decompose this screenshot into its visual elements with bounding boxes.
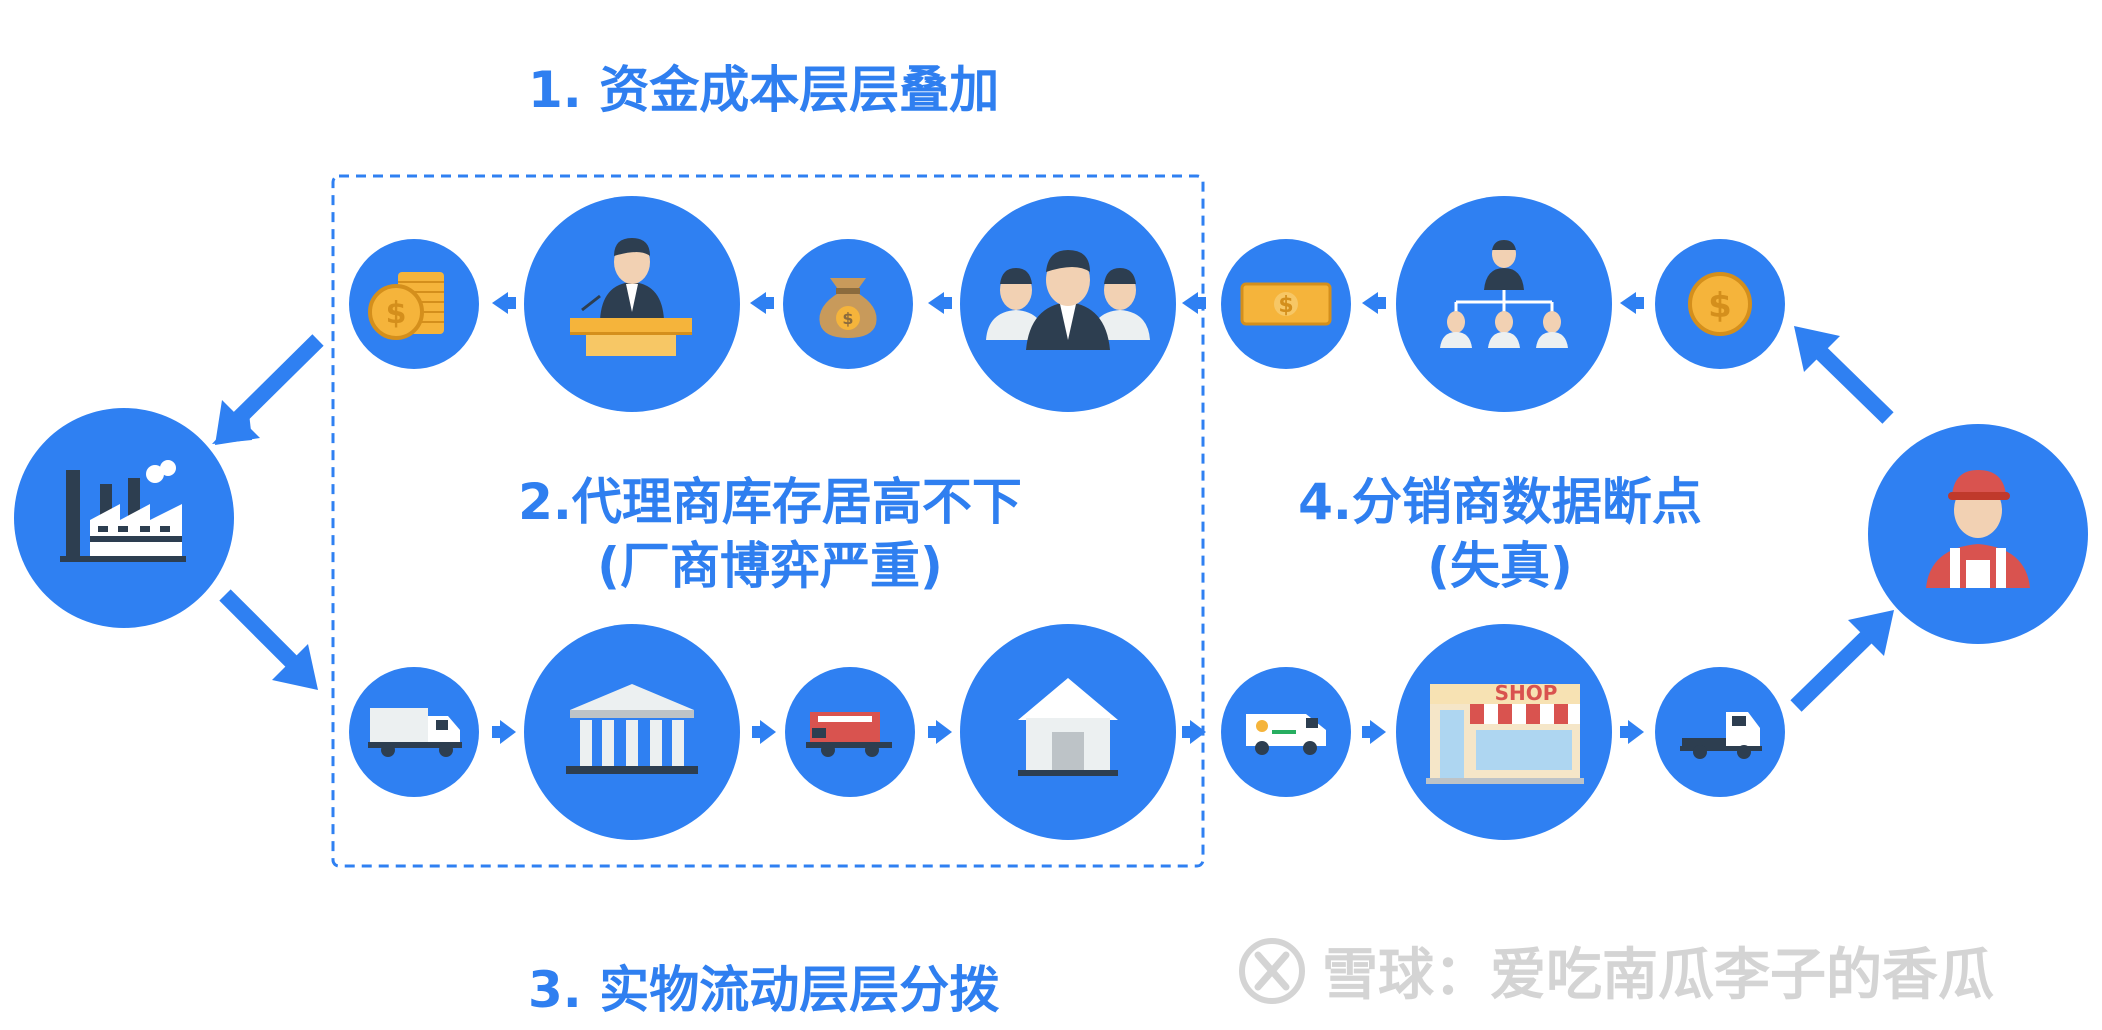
shop-icon: SHOP: [1426, 681, 1584, 784]
top-row-chevrons: [492, 292, 1644, 314]
bottom-row-chevrons: [492, 720, 1644, 744]
top-speaker-node: [524, 196, 740, 412]
pickup-truck-icon: [1680, 712, 1762, 759]
factory-node: [14, 408, 234, 628]
diagonal-arrows: [212, 326, 1894, 712]
top-business-group-node: [960, 196, 1176, 412]
consumer-node: [1868, 424, 2088, 644]
agent-inventory-line2: (厂商博弈严重): [597, 537, 943, 595]
agent-inventory-line1: 2.代理商库存居高不下: [518, 473, 1022, 531]
speaker-podium-icon: [570, 238, 692, 356]
consumer-icon: [1926, 470, 2030, 588]
bottom-van-node: [1221, 667, 1351, 797]
distributor-data-line1: 4.分销商数据断点: [1298, 473, 1702, 531]
bottom-pickup-node: [1655, 667, 1785, 797]
delivery-truck-icon: [806, 712, 892, 757]
factory-icon: [60, 460, 186, 562]
top-coin-stack-node: $: [349, 239, 479, 369]
bottom-shop-node: SHOP: [1396, 624, 1612, 840]
distributor-data-label: 4.分销商数据断点 (失真): [1240, 470, 1760, 598]
van-icon: [1246, 714, 1326, 755]
agent-dashed-box: [331, 174, 1205, 868]
banknote-icon: $: [1240, 282, 1332, 326]
capital-cost-heading: 1. 资金成本层层叠加: [528, 61, 1000, 119]
warehouse-icon: [1018, 678, 1118, 776]
top-money-bag-node: $: [783, 239, 913, 369]
top-org-chart-node: [1396, 196, 1612, 412]
watermark-text: 雪球：爱吃南瓜李子的香瓜: [1322, 943, 1994, 1008]
svg-text:$: $: [1708, 286, 1732, 326]
svg-text:$: $: [1278, 293, 1293, 318]
bottom-truck-node: [349, 667, 479, 797]
coin-stack-icon: $: [368, 272, 444, 340]
shop-sign: SHOP: [1495, 681, 1558, 705]
bottom-bank-node: [524, 624, 740, 840]
top-banknote-node: $: [1221, 239, 1351, 369]
business-group-icon: [986, 250, 1150, 350]
snowball-logo-icon: [1239, 937, 1305, 1004]
distributor-data-line2: (失真): [1427, 537, 1573, 595]
goods-flow-heading: 3. 实物流动层层分拨: [528, 961, 1000, 1019]
org-chart-icon: [1440, 240, 1568, 348]
coin-icon: $: [1688, 272, 1752, 336]
truck-icon: [368, 708, 462, 757]
bottom-warehouse-node: [960, 624, 1176, 840]
bottom-delivery-truck-node: [785, 667, 915, 797]
bank-icon: [566, 684, 698, 774]
watermark: 雪球：爱吃南瓜李子的香瓜: [1236, 930, 1994, 1011]
money-bag-icon: $: [819, 278, 877, 338]
svg-text:$: $: [842, 309, 853, 328]
top-coin-node: $: [1655, 239, 1785, 369]
agent-inventory-label: 2.代理商库存居高不下 (厂商博弈严重): [470, 470, 1070, 598]
svg-text:$: $: [386, 296, 407, 331]
